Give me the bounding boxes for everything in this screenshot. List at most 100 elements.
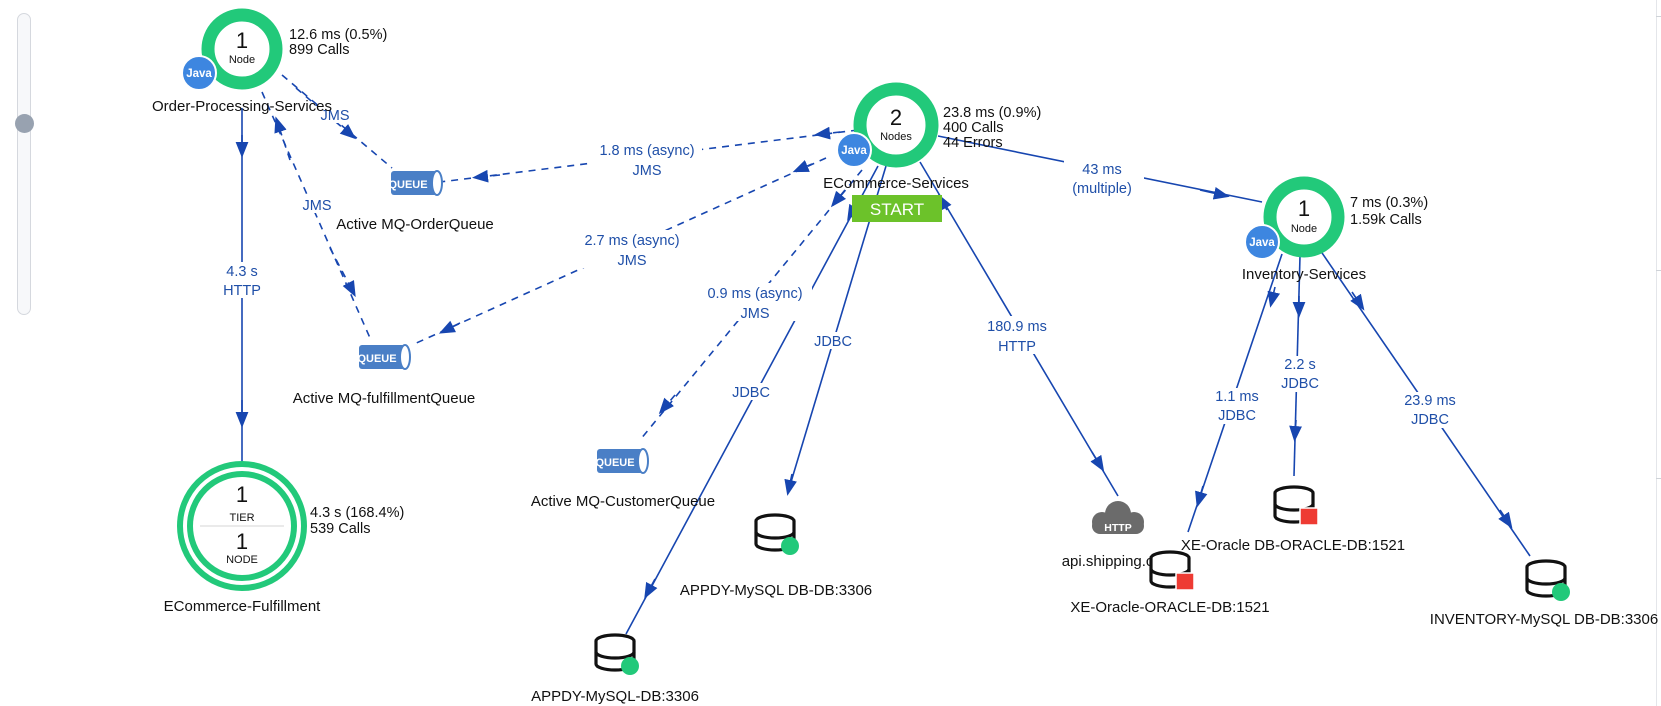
edge-label-inv-xe-db: 2.2 s JDBC — [1276, 356, 1326, 392]
svg-text:4.3 s: 4.3 s — [226, 264, 257, 280]
panel-divider-tick — [1656, 16, 1661, 17]
svg-text:43 ms: 43 ms — [1082, 162, 1122, 178]
queue-node-fulfillment[interactable]: QUEUE Active MQ-fulfillmentQueue — [293, 344, 476, 407]
queue-name: Active MQ-OrderQueue — [336, 216, 494, 233]
tier-node-ecommerce-services[interactable]: 2 Nodes Java 23.8 ms (0.9%) 400 Calls 44… — [823, 82, 1041, 192]
svg-text:1.1 ms: 1.1 ms — [1215, 389, 1259, 405]
panel-divider — [1656, 0, 1657, 706]
node-count: 1 — [236, 529, 248, 554]
queue-icon: QUEUE — [595, 448, 649, 474]
java-icon: Java — [1244, 224, 1280, 260]
svg-text:JMS: JMS — [303, 198, 332, 214]
cloud-icon: HTTP — [1092, 501, 1144, 534]
backend-name: APPDY-MySQL-DB:3306 — [531, 688, 699, 705]
backend-name: XE-Oracle-ORACLE-DB:1521 — [1070, 599, 1269, 616]
svg-text:2.2 s: 2.2 s — [1284, 357, 1315, 373]
edge-label-ecom-jdbc-b: JDBC — [810, 332, 856, 350]
tier-response-time: 4.3 s (168.4%) — [310, 505, 404, 521]
svg-text:JMS: JMS — [321, 108, 350, 124]
svg-text:JDBC: JDBC — [1218, 408, 1256, 424]
database-icon — [754, 513, 799, 555]
backend-name: api.shipping.com — [1062, 553, 1175, 570]
database-icon — [1273, 485, 1319, 526]
tier-label: TIER — [229, 512, 254, 524]
backend-node-xe-oracle-db[interactable]: XE-Oracle DB-ORACLE-DB:1521 — [1181, 485, 1405, 554]
edge-label-ecom-customerqueue: 0.9 ms (async) JMS — [698, 283, 812, 322]
start-badge: START — [852, 195, 942, 222]
svg-text:(multiple): (multiple) — [1072, 181, 1132, 197]
edge-order-to-orderqueue[interactable] — [281, 74, 393, 169]
backend-node-appdy-mysql[interactable]: APPDY-MySQL-DB:3306 — [531, 633, 699, 705]
backend-node-shipping-api[interactable]: HTTP api.shipping.com — [1062, 501, 1175, 570]
svg-text:HTTP: HTTP — [998, 339, 1036, 355]
svg-text:Java: Java — [841, 145, 867, 157]
database-icon — [594, 633, 639, 675]
health-indicator — [781, 537, 799, 555]
health-indicator — [1299, 507, 1319, 526]
tier-count: 1 — [236, 482, 248, 507]
edge-label-ecom-orderqueue: 1.8 ms (async) JMS — [592, 140, 702, 179]
svg-text:JDBC: JDBC — [1281, 376, 1319, 392]
health-indicator — [1175, 572, 1195, 591]
tier-error-count: 44 Errors — [943, 135, 1003, 151]
tier-node-ecommerce-fulfillment[interactable]: 1 TIER 1 NODE 4.3 s (168.4%) 539 Calls E… — [164, 461, 405, 615]
svg-text:HTTP: HTTP — [223, 283, 261, 299]
queue-name: Active MQ-fulfillmentQueue — [293, 390, 476, 407]
svg-text:START: START — [870, 200, 924, 219]
queue-node-order[interactable]: QUEUE Active MQ-OrderQueue — [336, 170, 494, 233]
zoom-slider-handle[interactable] — [15, 114, 34, 133]
svg-text:JDBC: JDBC — [814, 334, 852, 350]
node-label: NODE — [226, 554, 258, 566]
tier-name: ECommerce-Services — [823, 175, 969, 192]
edge-label-ecom-http: 180.9 ms HTTP — [982, 316, 1052, 355]
svg-text:HTTP: HTTP — [1104, 522, 1131, 534]
health-indicator — [621, 657, 639, 675]
node-unit-label: Node — [229, 54, 255, 66]
edge-label-ecom-fulfillmentqueue: 2.7 ms (async) JMS — [578, 230, 688, 269]
tier-name: ECommerce-Fulfillment — [164, 598, 322, 615]
tier-call-count: 400 Calls — [943, 120, 1003, 136]
queue-node-customer[interactable]: QUEUE Active MQ-CustomerQueue — [531, 448, 715, 510]
tier-call-count: 899 Calls — [289, 42, 349, 58]
backend-node-inventory-mysql[interactable]: INVENTORY-MySQL DB-DB:3306 — [1430, 559, 1658, 628]
edge-order-to-fulfillmentqueue[interactable] — [261, 91, 371, 339]
tier-node-order-processing[interactable]: 1 Node Java 12.6 ms (0.5%) 899 Calls Ord… — [152, 8, 387, 115]
svg-text:QUEUE: QUEUE — [388, 179, 427, 191]
svg-text:Java: Java — [1249, 237, 1275, 249]
svg-text:QUEUE: QUEUE — [595, 457, 634, 469]
svg-text:1.8 ms (async): 1.8 ms (async) — [599, 143, 694, 159]
node-unit-label: Nodes — [880, 131, 912, 143]
edge-label-ecom-jdbc-a: JDBC — [728, 383, 774, 401]
tier-node-inventory-services[interactable]: 1 Node Java 7 ms (0.3%) 1.59k Calls Inve… — [1242, 176, 1428, 283]
health-indicator — [1552, 583, 1570, 601]
svg-text:2.7 ms (async): 2.7 ms (async) — [584, 233, 679, 249]
java-icon: Java — [181, 55, 217, 91]
zoom-slider-track[interactable] — [17, 13, 31, 315]
tier-response-time: 7 ms (0.3%) — [1350, 195, 1428, 211]
svg-text:23.9 ms: 23.9 ms — [1404, 393, 1456, 409]
backend-node-appdy-db[interactable]: APPDY-MySQL DB-DB:3306 — [680, 513, 872, 599]
node-count: 2 — [890, 105, 902, 130]
java-icon: Java — [836, 132, 872, 168]
tier-name: Order-Processing-Services — [152, 98, 332, 115]
node-unit-label: Node — [1291, 223, 1317, 235]
svg-text:180.9 ms: 180.9 ms — [987, 319, 1047, 335]
edge-label-inv-xe: 1.1 ms JDBC — [1210, 388, 1264, 424]
database-icon — [1525, 559, 1570, 601]
tier-name: Inventory-Services — [1242, 266, 1366, 283]
svg-text:JMS: JMS — [633, 163, 662, 179]
edge-label-ecom-inventory: 43 ms (multiple) — [1064, 160, 1144, 198]
database-icon — [1149, 550, 1195, 591]
svg-text:0.9 ms (async): 0.9 ms (async) — [707, 286, 802, 302]
svg-text:JMS: JMS — [618, 253, 647, 269]
svg-text:JDBC: JDBC — [732, 385, 770, 401]
queue-name: Active MQ-CustomerQueue — [531, 493, 715, 510]
queue-icon: QUEUE — [388, 170, 443, 196]
svg-text:JDBC: JDBC — [1411, 412, 1449, 428]
panel-divider-tick — [1656, 478, 1661, 479]
edge-label-order-jms-2: JMS — [298, 196, 336, 214]
backend-name: APPDY-MySQL DB-DB:3306 — [680, 582, 872, 599]
backend-name: XE-Oracle DB-ORACLE-DB:1521 — [1181, 537, 1405, 554]
backend-node-xe-oracle[interactable]: XE-Oracle-ORACLE-DB:1521 — [1070, 550, 1270, 616]
